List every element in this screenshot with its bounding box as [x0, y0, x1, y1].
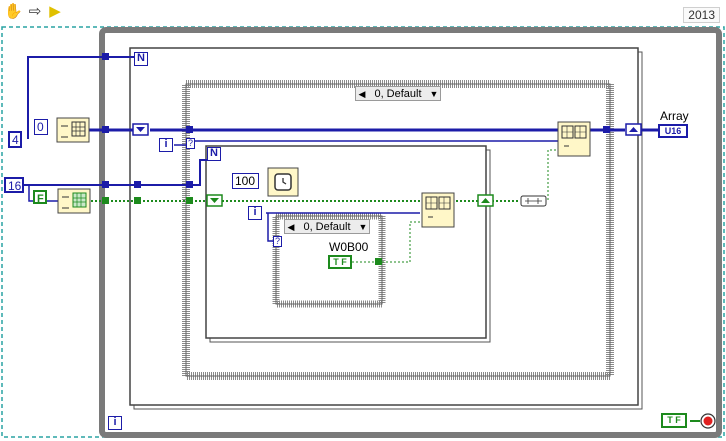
- inner-case-label[interactable]: ◀ 0, Default ▼: [284, 219, 370, 234]
- left-arrow-icon[interactable]: ◀: [358, 88, 366, 99]
- shift-register-left-inner[interactable]: [206, 194, 223, 207]
- outer-loop-count-terminal[interactable]: N: [134, 52, 148, 66]
- wait-ms-node[interactable]: [267, 167, 299, 197]
- outer-case-selector-terminal[interactable]: ?: [186, 138, 195, 149]
- replace-array-subset-node-top[interactable]: [557, 121, 591, 157]
- constant-0[interactable]: 0: [34, 119, 48, 135]
- block-diagram: [1, 26, 725, 438]
- stop-boolean-constant[interactable]: T F: [661, 413, 687, 428]
- arrow-right-icon[interactable]: ⇨: [28, 3, 42, 20]
- hand-cursor-icon[interactable]: ✋: [4, 3, 23, 20]
- left-arrow-icon[interactable]: ◀: [287, 221, 295, 232]
- while-loop-frame[interactable]: [99, 27, 722, 438]
- w0b00-boolean-terminal[interactable]: T F: [328, 255, 352, 269]
- convert-node[interactable]: [520, 195, 547, 207]
- chevron-down-icon[interactable]: ▼: [429, 88, 439, 99]
- constant-100[interactable]: 100: [232, 173, 259, 189]
- array-indicator-terminal[interactable]: U16: [658, 124, 688, 138]
- shift-register-right-inner[interactable]: [477, 194, 494, 207]
- chevron-down-icon[interactable]: ▼: [358, 221, 368, 232]
- while-loop-index-terminal: i: [108, 416, 122, 430]
- inner-for-index-terminal: i: [248, 206, 262, 220]
- stop-terminal[interactable]: [700, 413, 716, 429]
- replace-array-subset-node-inner[interactable]: [421, 192, 455, 228]
- constant-16[interactable]: 16: [4, 177, 24, 193]
- constant-4[interactable]: 4: [8, 131, 22, 148]
- initialize-array-node-1[interactable]: [56, 117, 90, 143]
- version-badge: 2013: [683, 7, 720, 23]
- run-arrow-icon[interactable]: ▶: [49, 3, 61, 20]
- constant-false[interactable]: F: [33, 190, 47, 205]
- w0b00-label: W0B00: [329, 240, 369, 254]
- toolbar: ✋ ⇨ ▶ 2013: [0, 0, 726, 26]
- inner-case-selector-terminal[interactable]: ?: [273, 236, 282, 247]
- initialize-array-node-2[interactable]: [57, 188, 91, 214]
- inner-loop-count-terminal[interactable]: N: [207, 147, 221, 161]
- shift-register-left-top[interactable]: [132, 123, 149, 136]
- outer-for-index-terminal: i: [159, 138, 173, 152]
- array-indicator-label: Array: [660, 109, 689, 123]
- shift-register-right-top[interactable]: [625, 123, 642, 136]
- outer-case-label[interactable]: ◀ 0, Default ▼: [355, 86, 441, 101]
